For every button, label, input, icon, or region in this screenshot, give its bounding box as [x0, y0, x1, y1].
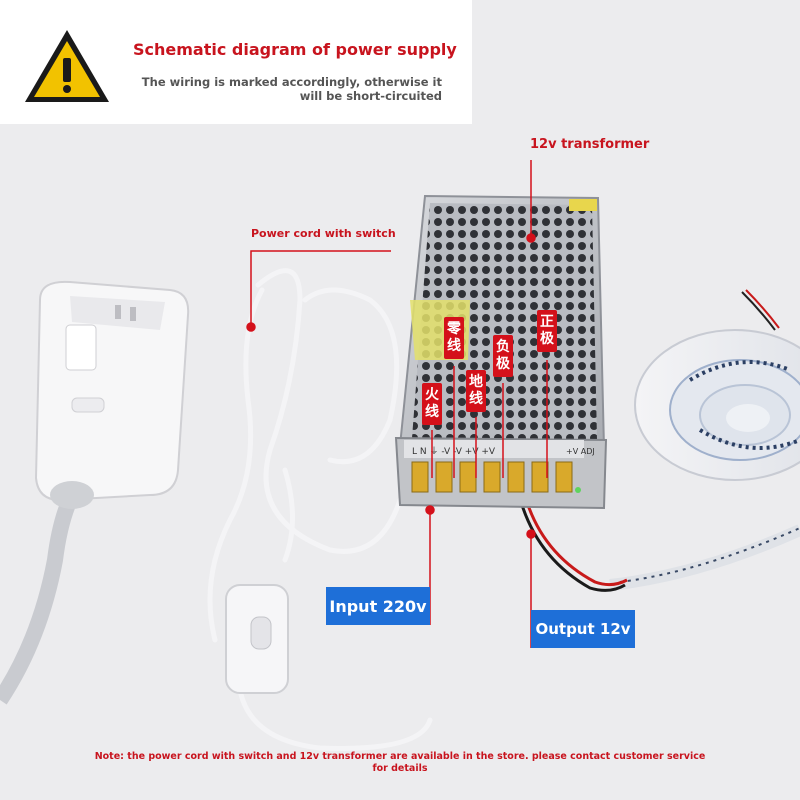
- header-card: Schematic diagram of power supply The wi…: [0, 0, 472, 124]
- led-strip: [609, 289, 800, 591]
- power-cord: [207, 268, 433, 751]
- live-wire-tag: 火线: [422, 383, 442, 425]
- page-title: Schematic diagram of power supply: [133, 40, 457, 59]
- cord-switch: [225, 584, 289, 694]
- footer-note: Note: the power cord with switch and 12v…: [94, 751, 706, 774]
- svg-text:+V ADJ: +V ADJ: [566, 447, 595, 456]
- ground-wire-tag: 地线: [466, 370, 486, 412]
- leader-lines: [246, 160, 548, 648]
- transformer-box: L N ⏚ -V -V +V +V +V ADJ: [394, 194, 608, 510]
- input-voltage-tag: Input 220v: [326, 587, 430, 625]
- transformer-label: 12v transformer: [530, 137, 650, 152]
- power-strip: [0, 280, 190, 705]
- negative-pole-tag: 负极: [493, 335, 513, 377]
- neutral-wire-tag: 零线: [444, 317, 464, 359]
- power-cord-label: Power cord with switch: [251, 227, 396, 240]
- warning-triangle-icon: [25, 30, 109, 102]
- wiring-warning-text: The wiring is marked accordingly, otherw…: [141, 75, 442, 103]
- output-voltage-tag: Output 12v: [531, 610, 635, 648]
- positive-pole-tag: 正极: [537, 310, 557, 352]
